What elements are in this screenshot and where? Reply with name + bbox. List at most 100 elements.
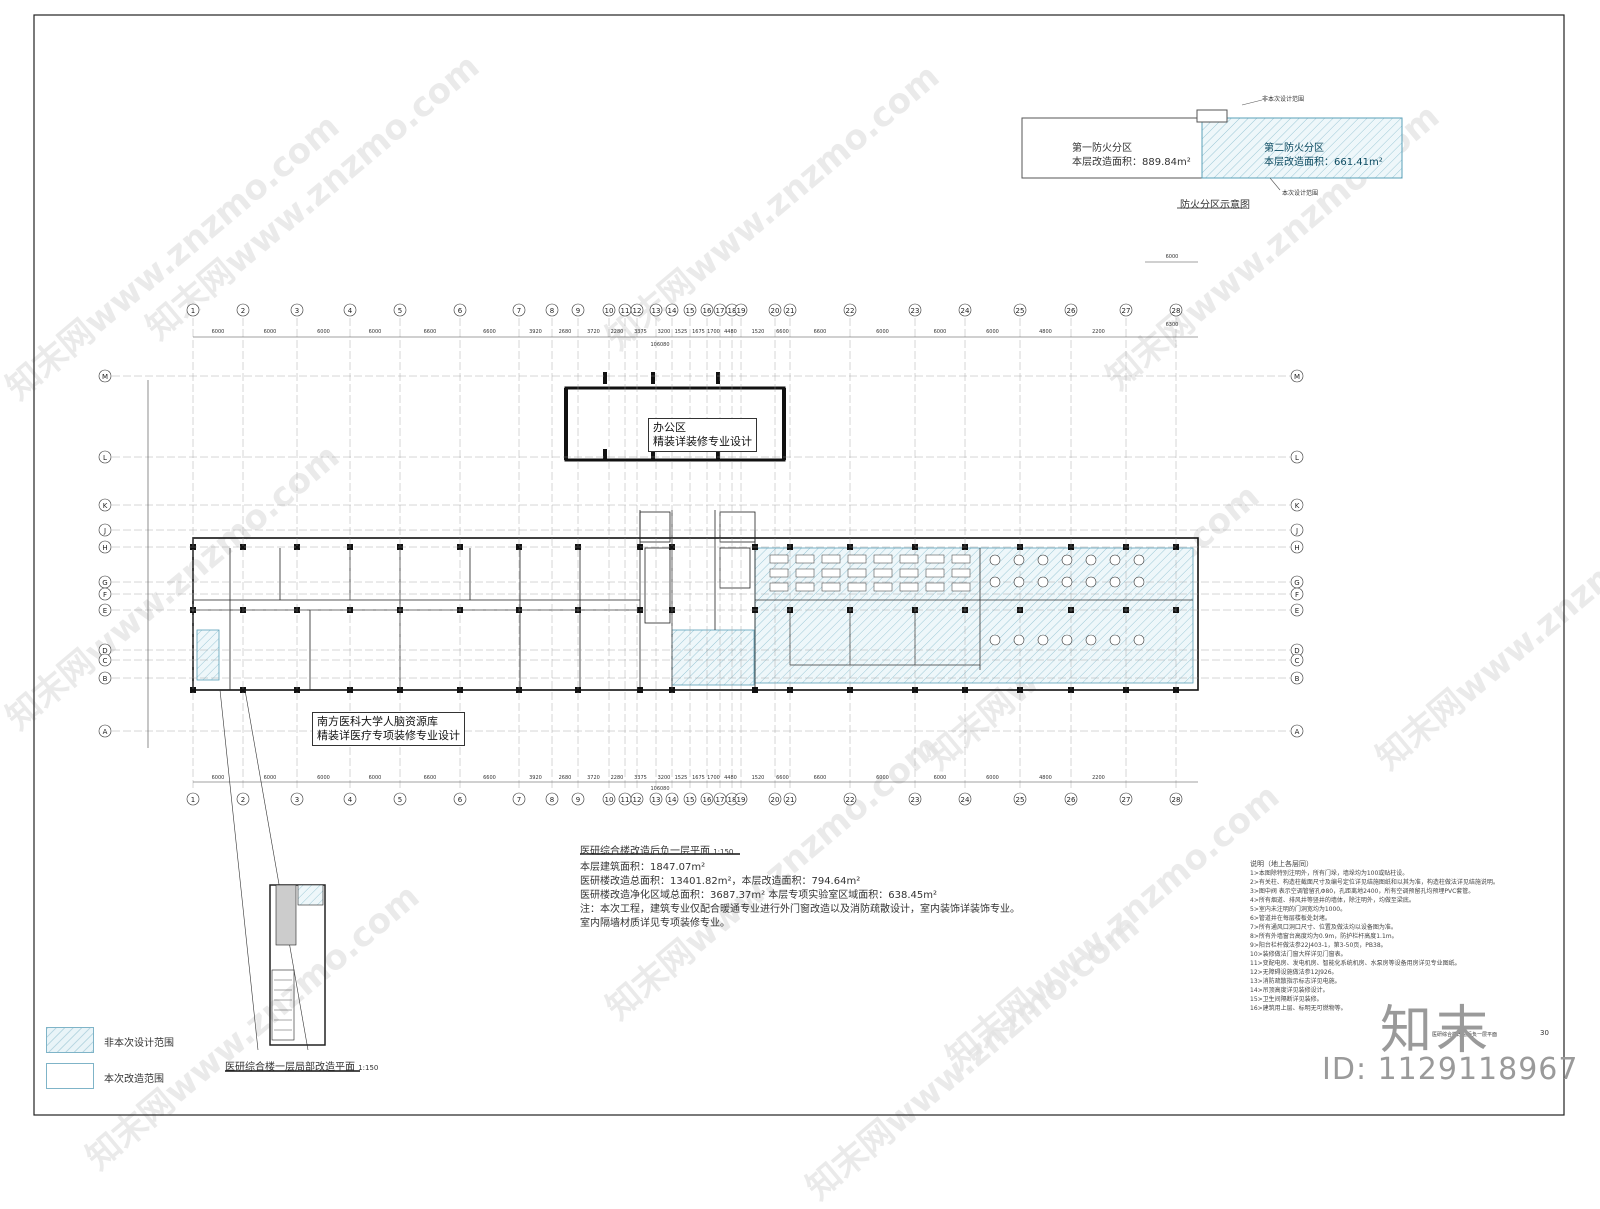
- legend-swatch-inside: [46, 1063, 94, 1089]
- dimension-text: 4800: [1039, 775, 1052, 781]
- column: [240, 544, 246, 550]
- axis-bubble: [290, 792, 304, 806]
- axis-bubble: [683, 792, 697, 806]
- dimension-text: 6000: [369, 329, 382, 335]
- sheet-label: 医研综合楼改造后负一层平面: [1432, 1032, 1498, 1038]
- note-line: 1>本图除特别注明外，所有门垛，墙垛均为100或贴柱设。: [1250, 870, 1409, 877]
- dimension-text: 6000: [986, 775, 999, 781]
- axis-bubble: [343, 303, 357, 317]
- dimension-text: 3920: [529, 329, 542, 335]
- plan-info-line2: 医研楼改造总面积：13401.82m²，本层改造面积：794.64m²: [580, 876, 861, 887]
- axis-label: M: [102, 373, 108, 381]
- axis-bubble: [186, 303, 200, 317]
- axis-bubble: [630, 303, 644, 317]
- lab-desk: [821, 568, 841, 578]
- axis-label: 4: [348, 307, 353, 315]
- column: [190, 687, 196, 693]
- dimension-text: 6600: [424, 329, 437, 335]
- axis-label: 3: [295, 307, 299, 315]
- dimension-text: 2680: [559, 775, 572, 781]
- brand-logo: 知末: [1380, 1001, 1493, 1061]
- axis-bubble: [783, 792, 797, 806]
- dimension-text: 6000: [212, 775, 225, 781]
- axis-label: D: [1294, 647, 1299, 655]
- dimension-text: 6000: [1166, 254, 1179, 260]
- axis-label: D: [102, 647, 107, 655]
- axis-label: 18: [728, 307, 737, 315]
- workstation: [1085, 554, 1097, 566]
- dimension-text: 4480: [724, 329, 737, 335]
- non-design-zone: [754, 547, 1194, 684]
- workstation: [1061, 634, 1073, 646]
- dimension-text: 106080: [650, 786, 669, 792]
- axis-label: E: [103, 607, 107, 615]
- column: [1123, 687, 1129, 693]
- dimension-text: 6000: [934, 329, 947, 335]
- axis-label: 25: [1016, 796, 1025, 804]
- fire-zone-outside-label: 非本次设计范围: [1262, 96, 1305, 103]
- axis-label: 10: [605, 307, 614, 315]
- workstation: [1085, 634, 1097, 646]
- dimension-text: 6000: [369, 775, 382, 781]
- axis-bubble: [768, 792, 782, 806]
- axis-label: 8: [550, 796, 554, 804]
- axis-bubble: [453, 792, 467, 806]
- lab-desk: [925, 582, 945, 592]
- axis-bubble: [1290, 587, 1304, 601]
- dimension-text: 6000: [317, 775, 330, 781]
- axis-bubble: [665, 792, 679, 806]
- column: [603, 372, 607, 384]
- fire-zone-diagram: [1021, 99, 1403, 191]
- axis-label: 9: [576, 307, 580, 315]
- workstation: [1061, 576, 1073, 588]
- lab-desk: [795, 554, 815, 564]
- dimension-text: 4480: [724, 775, 737, 781]
- column: [651, 449, 655, 461]
- legend-outside-label: 非本次设计范围: [104, 1038, 174, 1049]
- axis-bubble: [512, 792, 526, 806]
- axis-bubble: [1119, 792, 1133, 806]
- sheet-border: [33, 14, 1565, 1116]
- lab-desk: [925, 568, 945, 578]
- dimension-text: 6000: [876, 775, 889, 781]
- axis-label: 12: [633, 307, 642, 315]
- axis-bubble: [1064, 303, 1078, 317]
- non-design-zone: [671, 629, 755, 686]
- axis-label: L: [103, 454, 107, 462]
- axis-label: 28: [1172, 796, 1181, 804]
- non-design-zone: [196, 629, 220, 681]
- dimension-text: 6000: [876, 329, 889, 335]
- note-line: 说明（地上各层同）: [1250, 860, 1313, 868]
- axis-label: 22: [846, 307, 855, 315]
- axis-label: 11: [621, 796, 630, 804]
- axis-label: H: [102, 544, 107, 552]
- column: [603, 449, 607, 461]
- workstation: [989, 576, 1001, 588]
- axis-label: K: [103, 502, 108, 510]
- column: [912, 687, 918, 693]
- lab-desk: [925, 554, 945, 564]
- axis-bubble: [843, 792, 857, 806]
- zone1-area: 本层改造面积：889.84m²: [1072, 157, 1191, 168]
- axis-label: 19: [737, 796, 746, 804]
- axis-bubble: [512, 303, 526, 317]
- axis-label: 18: [728, 796, 737, 804]
- lab-desk: [847, 568, 867, 578]
- axis-bubble: [98, 724, 112, 738]
- axis-bubble: [1290, 498, 1304, 512]
- axis-label: 9: [576, 796, 580, 804]
- lab-desks: [769, 554, 1145, 646]
- lab-desk: [873, 554, 893, 564]
- note-line: 9>阳台栏杆做法参22J403-1，第3-50页，PB38。: [1250, 942, 1387, 949]
- lab-desk: [769, 568, 789, 578]
- axis-label: 22: [846, 796, 855, 804]
- note-line: 11>变配电房、发电机房、智能化系统机房、水泵房等设备用房详见专业图纸。: [1250, 960, 1461, 967]
- axis-label: 11: [621, 307, 630, 315]
- axis-label: 1: [191, 796, 195, 804]
- zone2-area: 本层改造面积：661.41m²: [1264, 157, 1383, 168]
- axis-bubble: [571, 792, 585, 806]
- axis-bubble: [98, 369, 112, 383]
